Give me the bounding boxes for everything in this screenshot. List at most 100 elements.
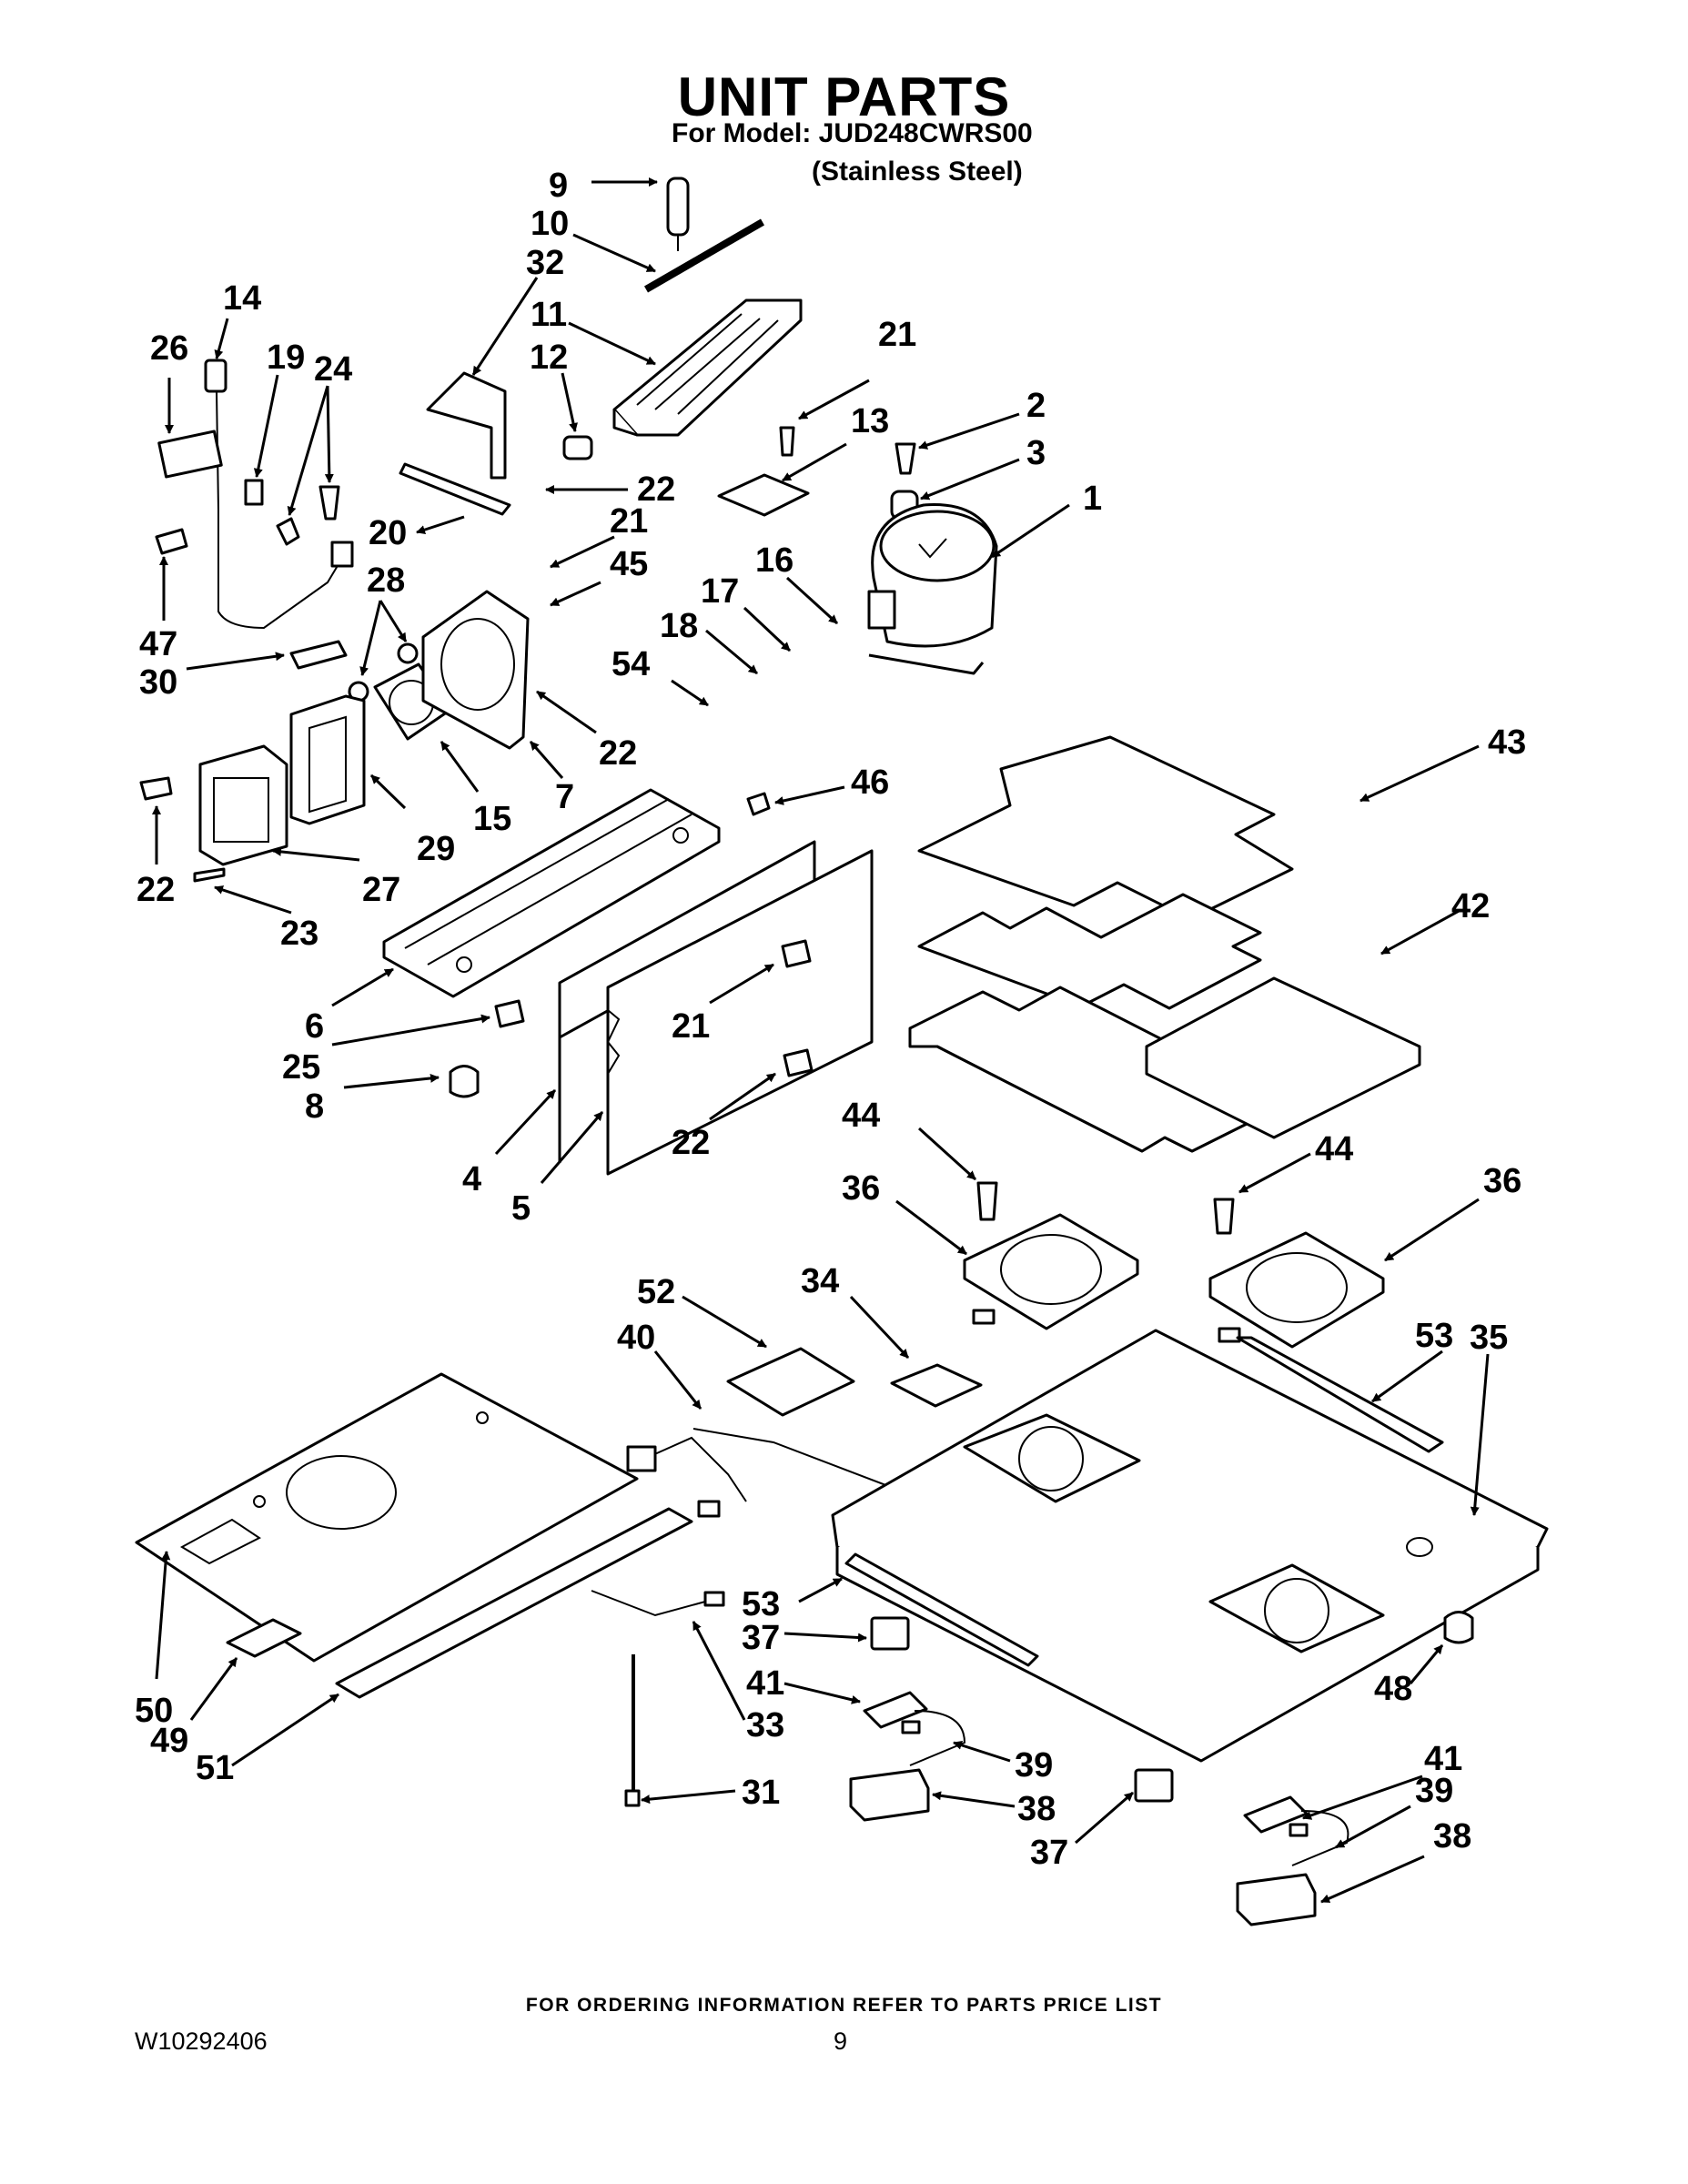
pad-part-drawing bbox=[863, 1691, 928, 1729]
callout-15: 15 bbox=[473, 800, 511, 838]
label-part-drawing bbox=[717, 473, 810, 517]
callout-51: 51 bbox=[196, 1749, 234, 1787]
shroud-part-drawing bbox=[421, 590, 530, 750]
callout-48: 48 bbox=[1374, 1670, 1412, 1708]
callout-41-right: 41 bbox=[1424, 1740, 1462, 1778]
callout-4: 4 bbox=[462, 1160, 481, 1198]
callout-52: 52 bbox=[637, 1273, 675, 1311]
callout-32: 32 bbox=[526, 244, 564, 282]
callout-38-left: 38 bbox=[1017, 1790, 1056, 1828]
model-line: For Model: JUD248CWRS00 bbox=[672, 118, 1033, 148]
callout-36-left: 36 bbox=[842, 1169, 880, 1208]
cover-part-drawing bbox=[135, 1372, 639, 1663]
screw8-part-drawing bbox=[783, 1048, 814, 1077]
callout-46: 46 bbox=[851, 763, 889, 802]
callout-31: 31 bbox=[742, 1774, 780, 1812]
callout-5: 5 bbox=[511, 1189, 531, 1228]
part-shapes bbox=[135, 177, 1549, 1926]
callout-24: 24 bbox=[314, 350, 352, 389]
insulation-sheet2-part-drawing bbox=[917, 893, 1262, 1010]
callout-47: 47 bbox=[139, 625, 177, 663]
callout-18: 18 bbox=[660, 607, 698, 645]
callout-54: 54 bbox=[612, 645, 650, 683]
screw-part-drawing bbox=[779, 426, 795, 457]
rail-part-drawing bbox=[382, 788, 721, 998]
callout-21-top: 21 bbox=[878, 316, 916, 354]
callout-37-low: 37 bbox=[1030, 1834, 1068, 1872]
power-cord-part-drawing bbox=[204, 359, 354, 630]
relay2-part-drawing bbox=[1134, 1768, 1174, 1803]
strip2-part-drawing bbox=[1236, 1336, 1444, 1453]
base-pan-part-drawing bbox=[831, 1329, 1549, 1763]
document-number: W10292406 bbox=[135, 2027, 268, 2055]
callout-43: 43 bbox=[1488, 723, 1526, 762]
spacer2-part-drawing bbox=[397, 642, 419, 664]
screw5-part-drawing bbox=[139, 776, 173, 801]
callout-49: 49 bbox=[150, 1722, 188, 1760]
callout-11: 11 bbox=[531, 296, 567, 334]
strip3-part-drawing bbox=[844, 1552, 1039, 1667]
housing-part-drawing bbox=[849, 1768, 930, 1822]
callout-labels: 9 10 32 11 14 26 19 24 12 21 2 13 3 22 1… bbox=[135, 167, 1526, 1872]
cylinder-part-drawing bbox=[666, 177, 690, 251]
screw9-part-drawing bbox=[976, 1181, 998, 1221]
foam-strip-part-drawing bbox=[226, 1618, 302, 1658]
callout-41-left: 41 bbox=[746, 1664, 784, 1703]
foam-strip2-part-drawing bbox=[335, 1507, 693, 1699]
label2-part-drawing bbox=[289, 640, 348, 670]
rod-part-drawing bbox=[643, 218, 765, 293]
sensor2-part-drawing bbox=[1289, 1810, 1349, 1866]
screw3-part-drawing bbox=[276, 517, 300, 546]
callout-13: 13 bbox=[851, 402, 889, 440]
callout-53-low: 53 bbox=[742, 1585, 780, 1623]
strip-part-drawing bbox=[399, 462, 511, 516]
axial-fan-part-drawing bbox=[963, 1213, 1139, 1330]
callout-25: 25 bbox=[282, 1048, 320, 1087]
screw4-part-drawing bbox=[318, 485, 340, 521]
screw2-part-drawing bbox=[895, 442, 916, 475]
callout-1: 1 bbox=[1083, 480, 1102, 518]
callout-23: 23 bbox=[280, 915, 318, 953]
compressor-part-drawing bbox=[867, 503, 998, 675]
insulation-sheet-part-drawing bbox=[917, 735, 1294, 921]
insulation-slab-part-drawing bbox=[908, 976, 1421, 1153]
relay-part-drawing bbox=[870, 1616, 910, 1651]
leveler-part-drawing bbox=[449, 1065, 480, 1098]
pin-part-drawing bbox=[193, 867, 226, 883]
callout-45: 45 bbox=[610, 545, 648, 583]
wire-part-drawing bbox=[591, 1590, 725, 1617]
housing2-part-drawing bbox=[1236, 1873, 1317, 1926]
callout-20: 20 bbox=[369, 514, 407, 552]
callout-53-right: 53 bbox=[1415, 1317, 1453, 1355]
callout-37-top: 37 bbox=[742, 1619, 780, 1657]
callout-28: 28 bbox=[367, 561, 405, 600]
callout-22-low: 22 bbox=[672, 1124, 710, 1162]
fan-housing-part-drawing bbox=[198, 744, 288, 866]
callout-44-left: 44 bbox=[842, 1097, 880, 1135]
callout-50: 50 bbox=[135, 1692, 173, 1730]
callout-42: 42 bbox=[1451, 887, 1490, 925]
tray-part-drawing bbox=[612, 298, 803, 437]
callout-22-mid: 22 bbox=[599, 734, 637, 773]
callout-38-right: 38 bbox=[1433, 1817, 1471, 1855]
callout-14: 14 bbox=[223, 279, 261, 318]
screw10-part-drawing bbox=[1213, 1198, 1235, 1235]
foot-part-drawing bbox=[562, 435, 593, 460]
tie-part-drawing bbox=[624, 1654, 641, 1807]
callout-21-low: 21 bbox=[672, 1007, 710, 1046]
clip-part-drawing bbox=[244, 479, 264, 506]
model-variant: (Stainless Steel) bbox=[812, 157, 1023, 187]
callout-21-mid: 21 bbox=[610, 502, 648, 541]
page-title: UNIT PARTS bbox=[677, 66, 1011, 127]
callout-12: 12 bbox=[530, 339, 568, 377]
callout-10: 10 bbox=[531, 205, 569, 243]
leader-lines bbox=[152, 177, 1490, 1904]
callout-6: 6 bbox=[305, 1007, 324, 1046]
callout-39-left: 39 bbox=[1015, 1746, 1053, 1785]
callout-30: 30 bbox=[139, 663, 177, 702]
callout-26: 26 bbox=[150, 329, 188, 368]
callout-27: 27 bbox=[362, 871, 400, 909]
screw7-part-drawing bbox=[781, 939, 812, 968]
callout-33: 33 bbox=[746, 1706, 784, 1744]
